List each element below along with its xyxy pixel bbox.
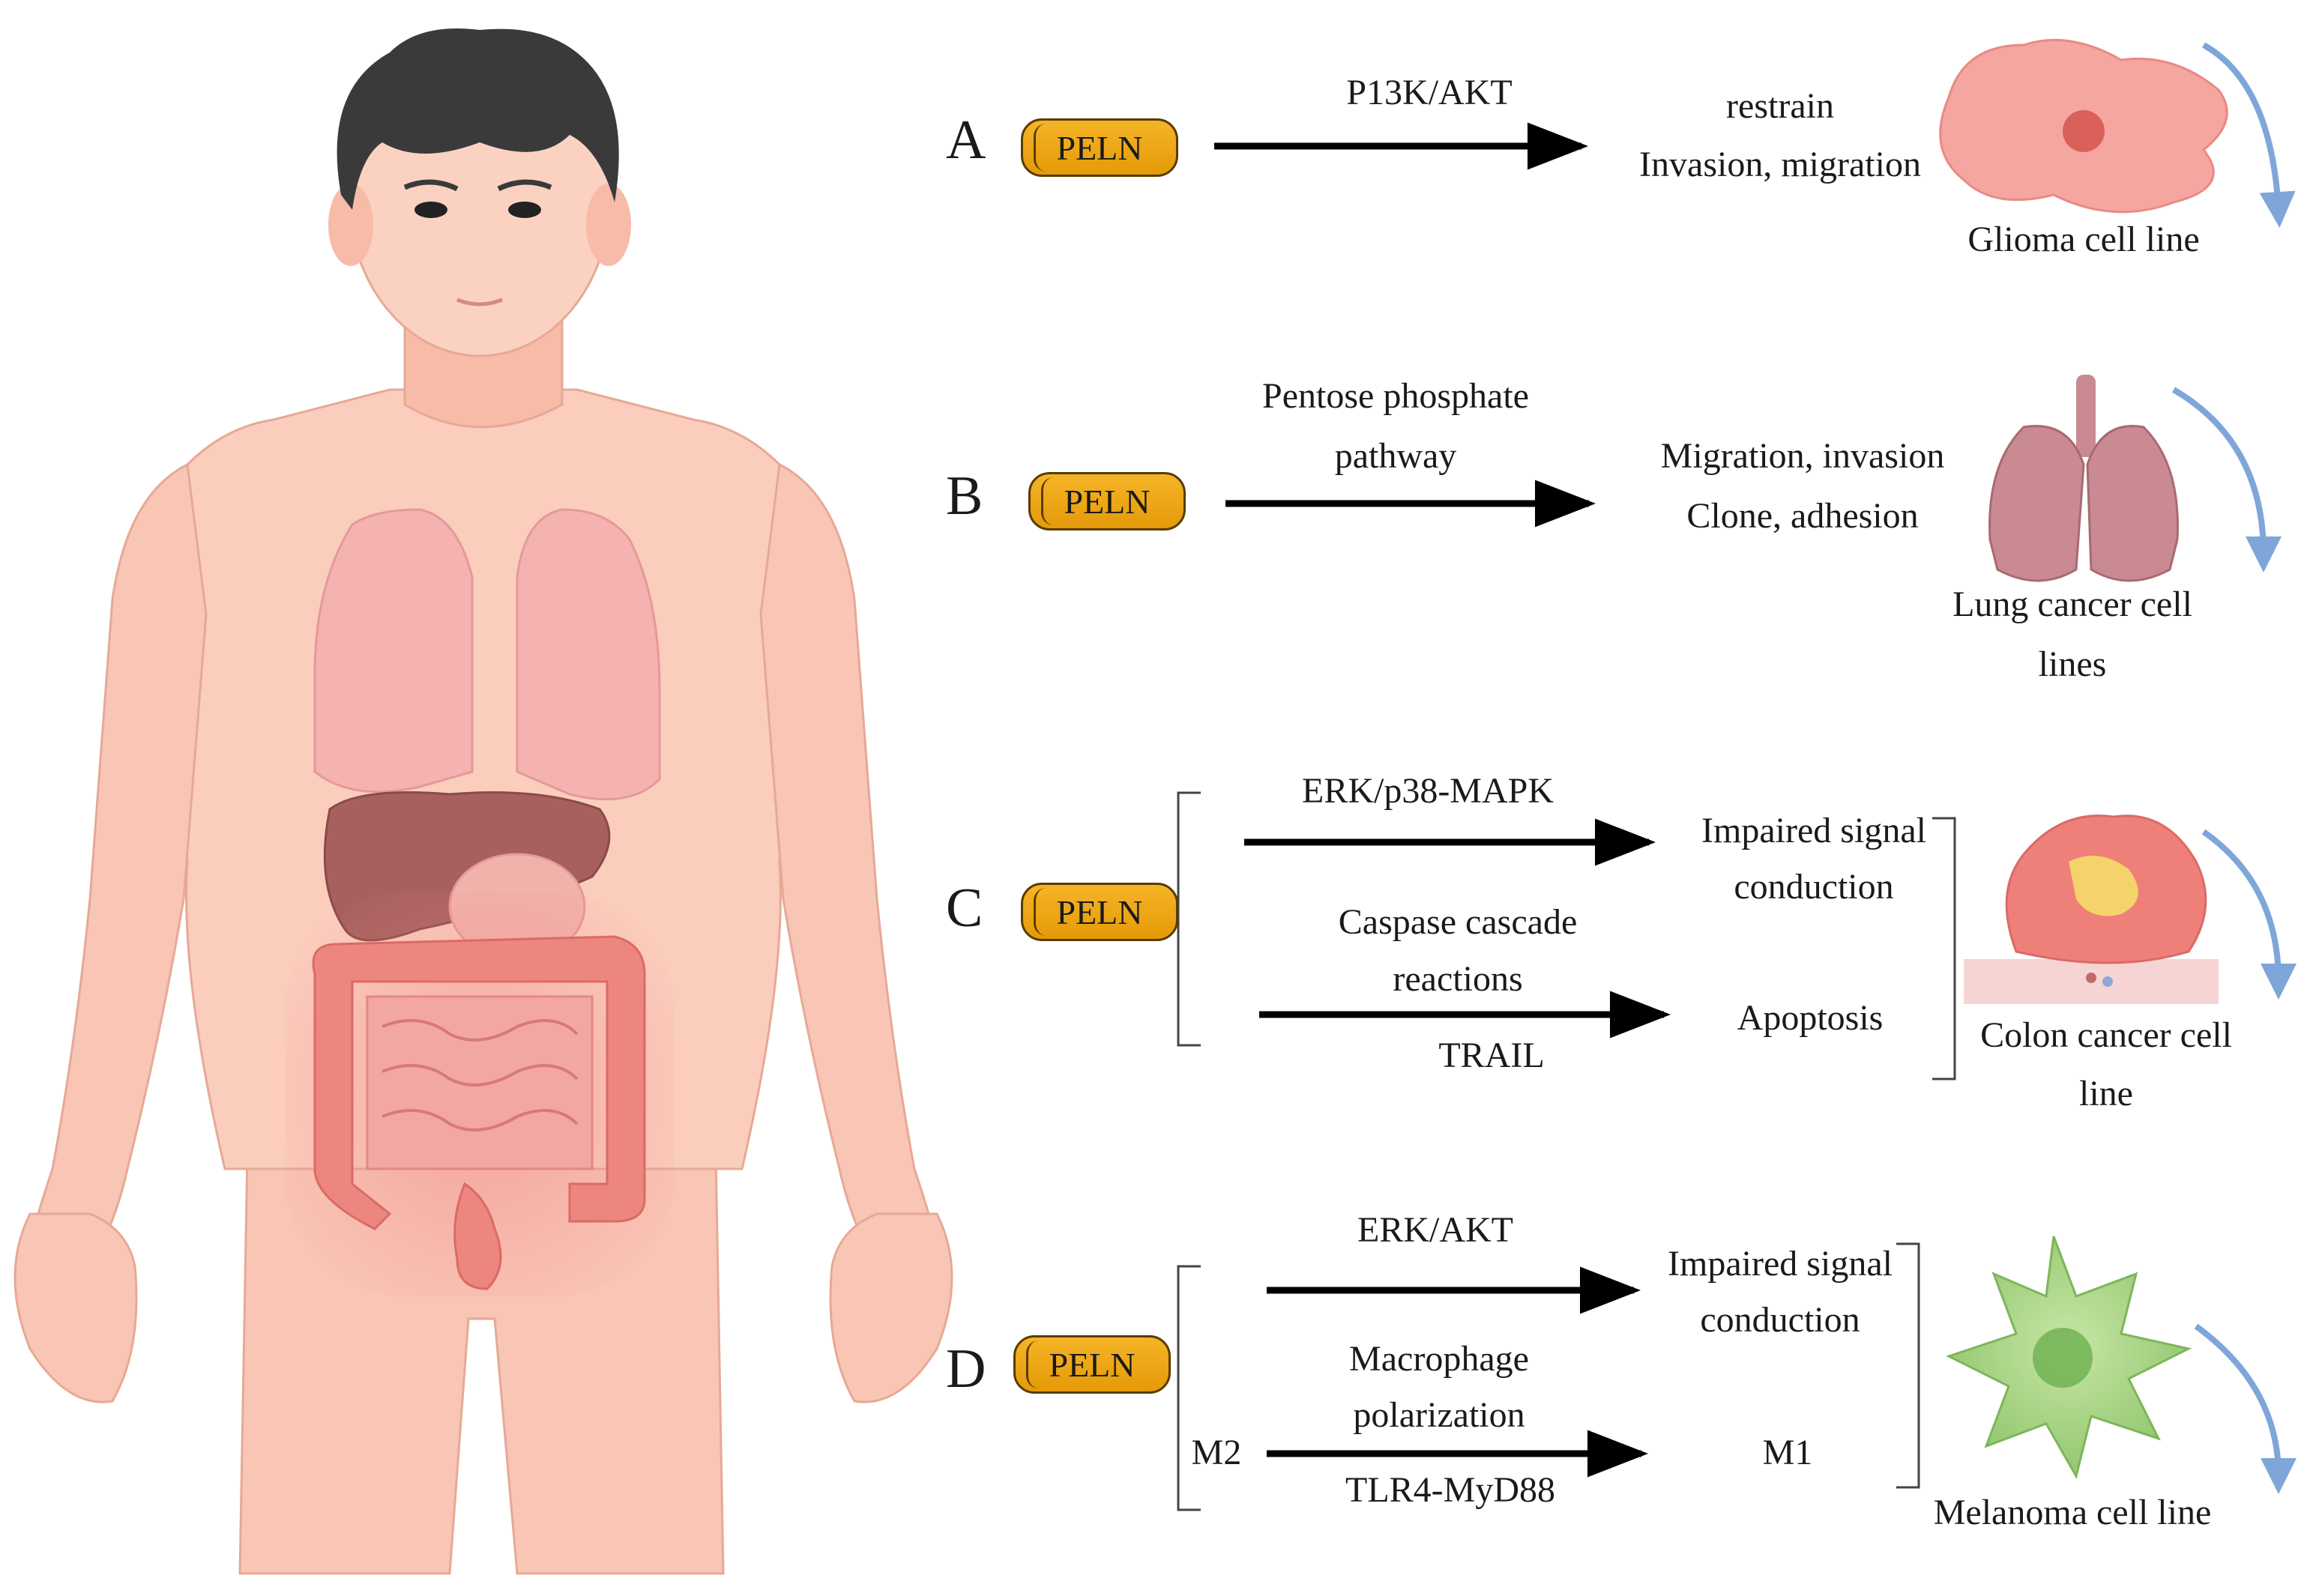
row-c-letter: C <box>946 877 983 939</box>
row-c-cell-line-1: Colon cancer cell <box>1980 1015 2232 1055</box>
row-c-branch2-label-2: reactions <box>1393 959 1523 999</box>
brackets <box>1177 791 1956 1511</box>
row-d-cell-line: Melanoma cell line <box>1933 1493 2212 1532</box>
row-a-letter: A <box>946 109 986 171</box>
row-c-peln-pill: PELN <box>1021 883 1178 941</box>
row-d-branch2-lower-label: TLR4-MyD88 <box>1345 1470 1555 1510</box>
row-b-cell-line-2: lines <box>2038 644 2107 684</box>
row-c-branch1-label: ERK/p38-MAPK <box>1301 771 1554 811</box>
right-ear <box>586 184 631 266</box>
right-lung <box>516 508 661 801</box>
bracket-d-right <box>1896 1242 1920 1489</box>
row-c-branch1-outcome-1: Impaired signal <box>1701 811 1926 850</box>
row-d-letter: D <box>946 1338 986 1400</box>
bracket-c-left <box>1177 791 1201 1047</box>
left-ear <box>328 184 373 266</box>
row-d-peln-pill: PELN <box>1013 1335 1171 1394</box>
row-d-branch1-label: ERK/AKT <box>1357 1210 1513 1250</box>
human-figure-illustration <box>13 28 953 1575</box>
curve-arrow-c <box>2201 829 2297 1000</box>
row-d-branch2-label-1: Macrophage <box>1349 1339 1529 1379</box>
small-intestine-folds <box>382 1019 579 1131</box>
row-a-peln-pill: PELN <box>1021 118 1178 177</box>
curve-arrow-a <box>2202 42 2296 228</box>
row-a-cell-line: Glioma cell line <box>1967 220 2200 259</box>
curve-arrow-b <box>2171 387 2282 572</box>
row-a-peln-label: PELN <box>1056 128 1143 167</box>
left-eye <box>414 202 447 218</box>
curved-arrows <box>2171 42 2297 1494</box>
row-b-outcome-2: Clone, adhesion <box>1686 496 1919 536</box>
row-c-branch2-label-1: Caspase cascade <box>1338 902 1578 942</box>
pathway-arrows <box>1214 122 1671 1478</box>
row-d-branch2-start: M2 <box>1191 1433 1242 1472</box>
melanoma-cell-illustration <box>1946 1236 2192 1479</box>
right-eye <box>508 202 541 218</box>
row-c-peln-label: PELN <box>1056 892 1143 931</box>
row-c-cell-line-2: line <box>2079 1074 2133 1113</box>
row-c-branch2-lower-label: TRAIL <box>1438 1036 1545 1075</box>
hair <box>337 28 619 210</box>
bracket-c-right <box>1932 817 1956 1080</box>
glioma-cell-illustration <box>1939 38 2228 214</box>
row-b-upper-label-2: pathway <box>1334 436 1457 476</box>
colon-tissue-illustration <box>1964 814 2219 1004</box>
rectum <box>453 1182 502 1290</box>
large-intestine <box>312 935 646 1230</box>
organs <box>285 508 675 1296</box>
row-b-upper-label-1: Pentose phosphate <box>1262 376 1529 416</box>
right-arm <box>759 462 946 1275</box>
row-a-outcome-1: restrain <box>1726 86 1834 126</box>
lung-illustration <box>1988 375 2179 582</box>
left-lung <box>313 508 474 794</box>
row-a-upper-label: P13K/AKT <box>1346 73 1513 112</box>
row-d-branch2-label-2: polarization <box>1353 1395 1525 1435</box>
row-b-letter: B <box>946 465 983 527</box>
row-d-branch2-outcome: M1 <box>1762 1433 1813 1472</box>
left-arm <box>21 462 208 1275</box>
row-b-peln-pill: PELN <box>1028 472 1186 531</box>
row-d-peln-label: PELN <box>1049 1345 1136 1384</box>
brows <box>403 179 552 192</box>
row-d-branch1-outcome-1: Impaired signal <box>1668 1244 1893 1284</box>
curve-arrow-d <box>2194 1323 2297 1494</box>
row-b-peln-label: PELN <box>1064 482 1151 521</box>
mouth <box>456 297 503 306</box>
bracket-d-left <box>1177 1265 1201 1511</box>
row-d-branch1-outcome-2: conduction <box>1700 1300 1860 1340</box>
row-b-outcome-1: Migration, invasion <box>1660 436 1945 476</box>
row-c-branch2-outcome: Apoptosis <box>1737 998 1884 1038</box>
small-intestine <box>366 995 594 1170</box>
right-hand <box>829 1212 953 1403</box>
row-a-outcome-2: Invasion, migration <box>1639 145 1921 184</box>
row-b-cell-line-1: Lung cancer cell <box>1952 584 2192 624</box>
row-c-branch1-outcome-2: conduction <box>1734 867 1894 907</box>
left-hand <box>13 1212 138 1403</box>
